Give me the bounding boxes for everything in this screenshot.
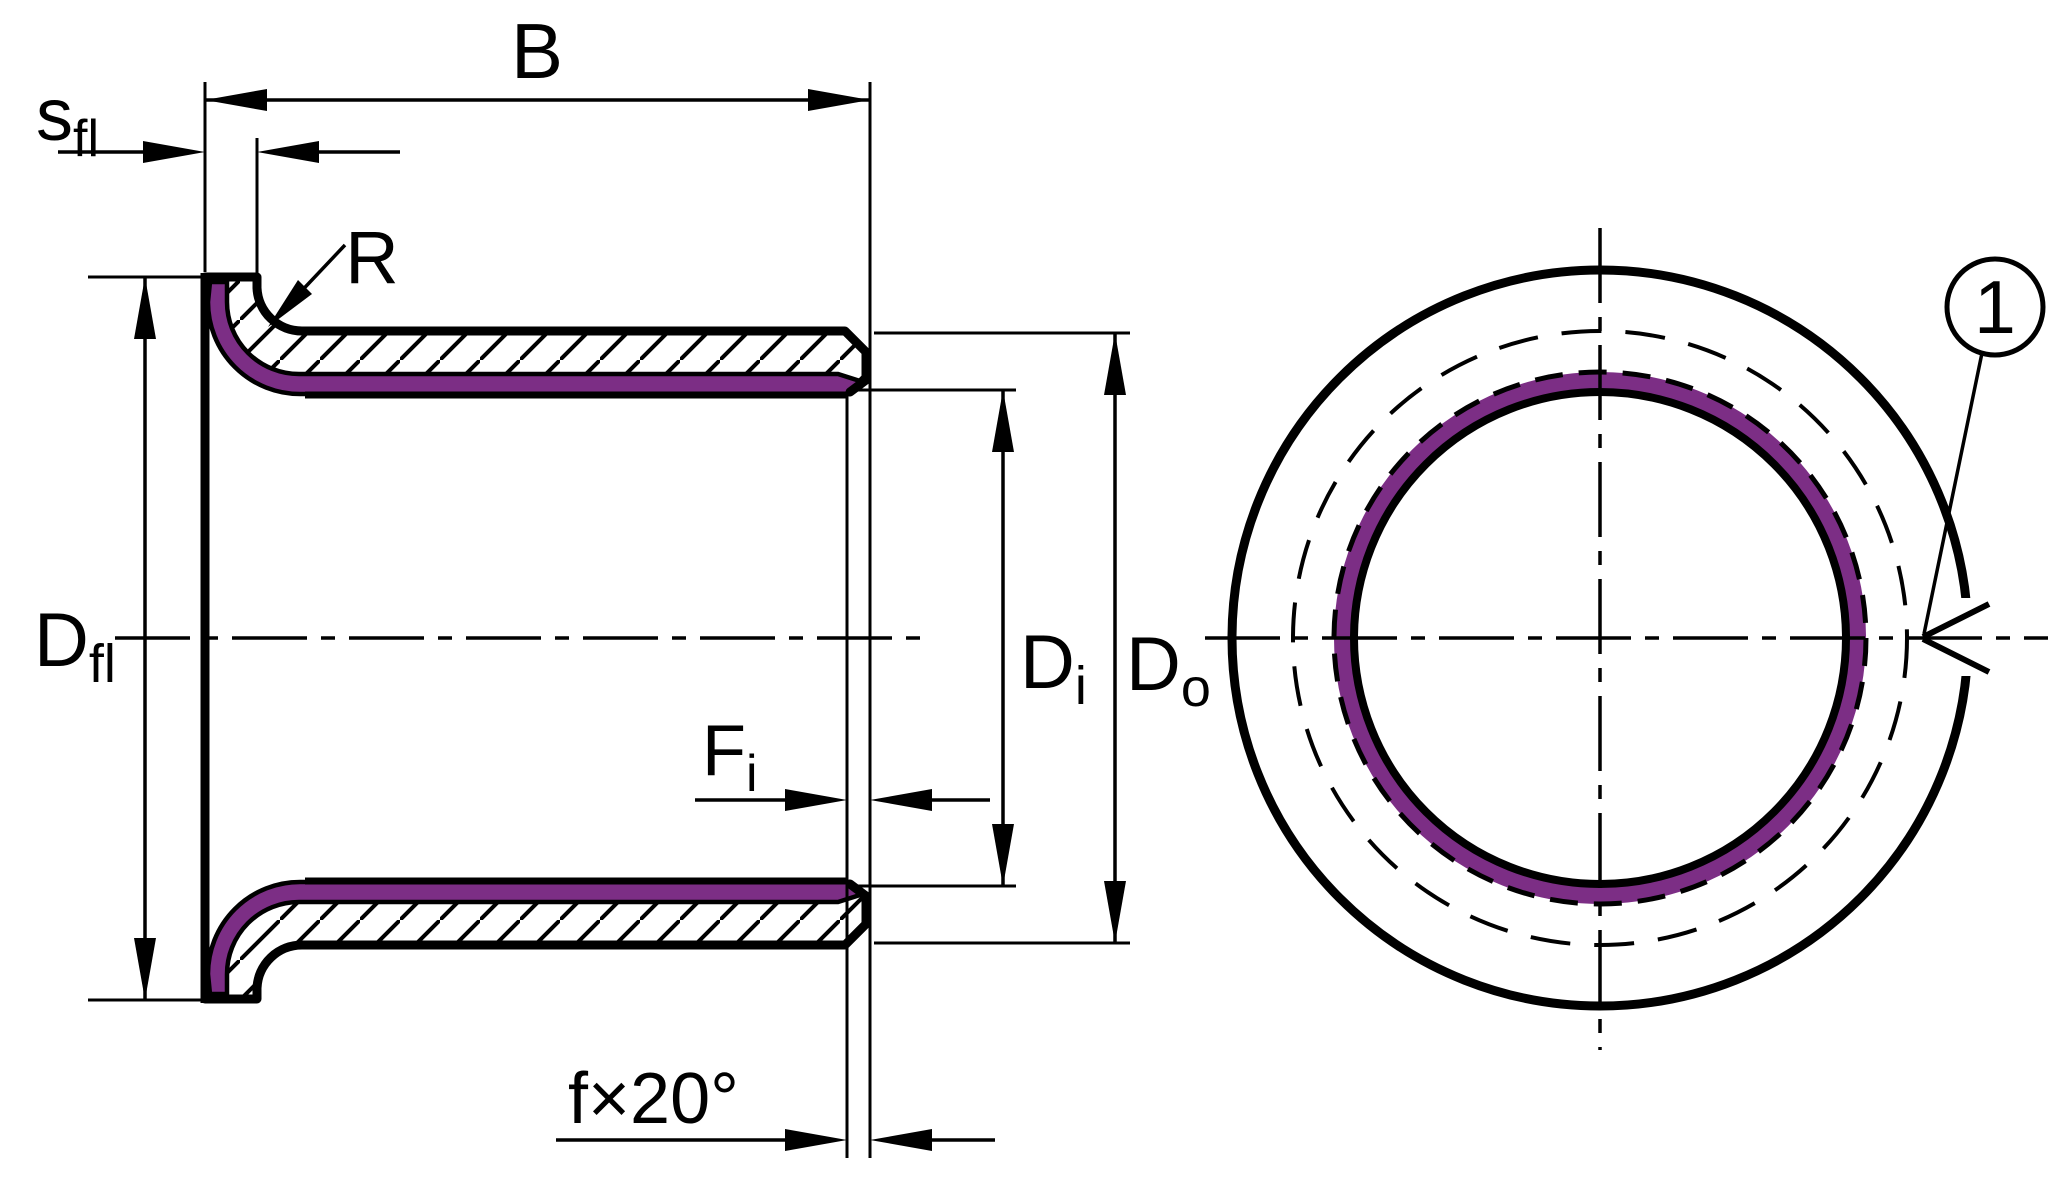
notch-edge-upper	[1921, 601, 1991, 640]
label-outer-diameter: Do	[1126, 622, 1211, 718]
extension-lines	[88, 82, 1130, 1158]
label-flange-diameter: Dfl	[34, 598, 116, 694]
label-inner-diameter: Di	[1020, 620, 1087, 716]
label-end-chamfer: f×20°	[568, 1059, 739, 1139]
label-fillet-radius: R	[345, 216, 398, 299]
outline-top	[200, 272, 871, 397]
label-flange-thickness: sfl	[36, 73, 99, 168]
notch-edge-lower	[1921, 636, 1991, 675]
section-view: B sfl R Dfl Fi Di Do f×20°	[34, 7, 1211, 1158]
label-liner-chamfer: Fi	[702, 711, 758, 803]
label-width-b: B	[511, 7, 563, 95]
dimension-arrows	[134, 89, 1126, 1151]
front-view: 1	[1205, 228, 2048, 1050]
callout-circle	[1944, 256, 2046, 358]
outline-bottom	[200, 879, 871, 1004]
callout-number: 1	[1974, 265, 2016, 349]
dimension-lines	[58, 98, 1117, 1142]
callout-leader	[1922, 352, 1984, 635]
